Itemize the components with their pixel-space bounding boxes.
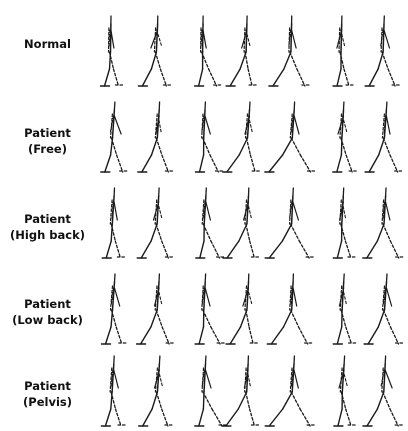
gait-frame-low-back-6 (333, 274, 356, 344)
gait-frame-normal-4 (226, 16, 257, 86)
gait-frame-free-5 (265, 102, 316, 172)
gait-frame-normal-6 (333, 16, 354, 86)
gait-frame-normal-7 (365, 16, 400, 86)
gait-frame-free-3 (196, 102, 224, 172)
gait-frame-free-1 (101, 102, 128, 172)
gait-frame-pelvis-4 (222, 356, 260, 426)
gait-frame-free-7 (365, 102, 403, 172)
gait-frame-free-6 (333, 102, 357, 172)
gait-frame-low-back-3 (195, 274, 225, 344)
gait-frame-pelvis-5 (265, 356, 315, 426)
gait-frame-low-back-7 (364, 274, 403, 344)
gait-frame-low-back-1 (102, 274, 127, 344)
gait-frame-low-back-4 (226, 274, 258, 344)
gait-frame-high-back-4 (223, 188, 259, 258)
gait-frame-normal-3 (195, 16, 222, 86)
gait-frame-pelvis-6 (334, 356, 356, 426)
gait-frame-low-back-2 (137, 274, 175, 344)
gait-frame-normal-1 (101, 16, 124, 86)
gait-frame-high-back-2 (137, 188, 173, 258)
gait-frame-pelvis-7 (363, 356, 403, 426)
gait-frame-high-back-1 (102, 188, 125, 258)
gait-frame-high-back-6 (333, 188, 356, 258)
gait-frame-free-2 (138, 102, 174, 172)
gait-frame-pelvis-3 (195, 356, 227, 426)
gait-frame-free-4 (223, 102, 260, 172)
gait-frame-pelvis-1 (101, 356, 126, 426)
gait-frame-high-back-5 (265, 188, 314, 258)
gait-frame-pelvis-2 (139, 356, 173, 426)
gait-frame-high-back-7 (363, 188, 404, 258)
gait-frame-normal-2 (138, 16, 171, 86)
gait-frame-normal-5 (269, 16, 310, 86)
gait-frame-low-back-5 (267, 274, 312, 344)
gait-frame-high-back-3 (196, 188, 225, 258)
